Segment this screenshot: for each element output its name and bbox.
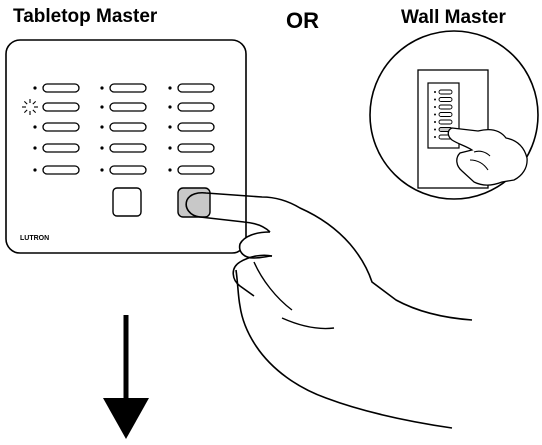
or-label: OR [286,8,319,33]
wall-button-column [434,89,453,140]
scene-button[interactable] [177,165,215,175]
wall-led-indicator [434,128,436,131]
scene-button[interactable] [42,83,80,93]
keypad-button-grid [22,83,215,175]
led-indicator [168,105,172,109]
led-indicator [100,168,104,172]
lutron-logo: LUTRON [20,235,49,242]
scene-button[interactable] [109,143,147,153]
led-indicator [168,146,172,150]
wall-led-indicator [434,113,436,116]
led-indicator [100,86,104,90]
wall-scene-button[interactable] [438,112,453,117]
led-indicator [33,86,37,90]
led-indicator [33,125,37,129]
led-indicator [168,125,172,129]
tabletop-master: LUTRON [5,39,247,254]
scene-button[interactable] [109,165,147,175]
wall-scene-button[interactable] [438,89,453,95]
scene-button[interactable] [42,143,80,153]
tabletop-master-label: Tabletop Master [13,6,158,27]
off-button[interactable] [112,187,142,217]
scene-button[interactable] [177,102,215,112]
scene-button[interactable] [177,83,215,93]
down-arrow-icon [103,315,149,439]
wall-led-indicator [434,106,436,108]
wall-led-indicator [434,91,436,93]
scene-button[interactable] [109,102,147,112]
scene-button[interactable] [42,102,80,112]
scene-button[interactable] [42,122,80,132]
scene-button[interactable] [109,83,147,93]
led-indicator [33,168,37,172]
wall-pointing-hand-icon [447,127,528,186]
wall-master-label: Wall Master [401,7,506,28]
wall-scene-button[interactable] [438,104,453,110]
led-indicator [168,86,172,90]
sunburst-icon [22,99,38,115]
wall-scene-button[interactable] [438,119,453,125]
led-indicator [100,105,104,109]
led-indicator [100,146,104,150]
led-indicator [100,125,104,129]
scene-button[interactable] [109,122,147,132]
wall-led-indicator [434,136,436,138]
wall-led-indicator [434,121,436,123]
led-indicator [168,168,172,172]
wall-master-inset [369,30,539,200]
led-indicator [33,146,37,150]
wall-scene-button[interactable] [438,97,453,102]
scene-button[interactable] [177,143,215,153]
pointing-hand-icon [185,191,473,429]
wall-led-indicator [434,98,436,101]
scene-button[interactable] [42,165,80,175]
pressed-button[interactable] [177,187,211,218]
scene-button[interactable] [177,122,215,132]
